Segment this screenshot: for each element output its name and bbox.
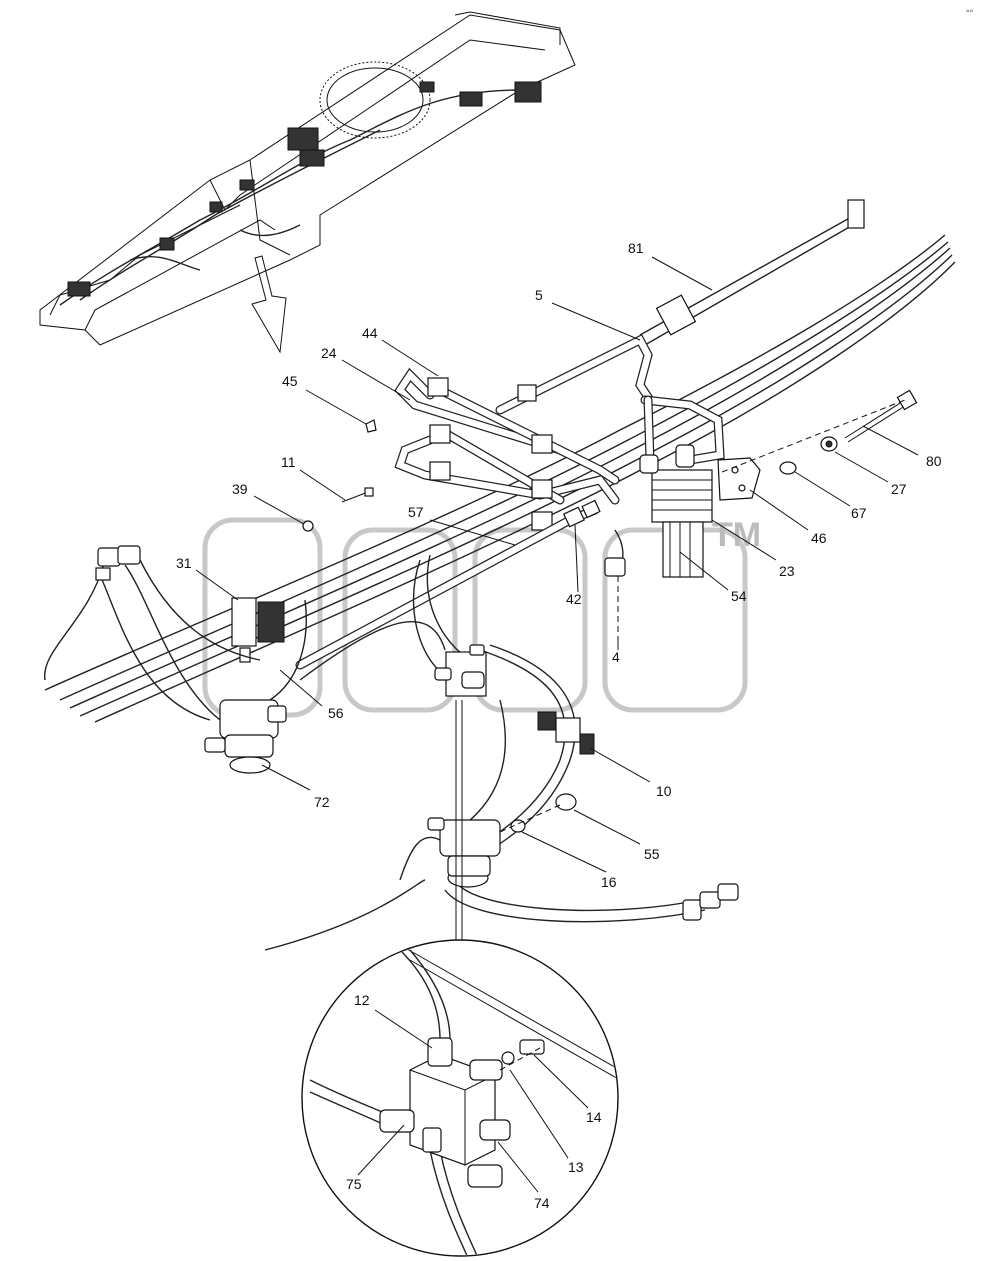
part-23-module <box>639 444 713 578</box>
callout-labels: 81 5 44 24 45 11 39 57 31 80 27 67 46 23… <box>176 240 942 1211</box>
callout-54: 54 <box>731 588 747 604</box>
lower-brake-valve <box>427 817 501 888</box>
callout-24: 24 <box>321 345 337 361</box>
zoom-arrow <box>251 255 287 354</box>
callout-46: 46 <box>811 530 827 546</box>
watermark: TM <box>202 516 761 718</box>
callout-27: 27 <box>891 481 907 497</box>
pipe-81 <box>639 199 865 346</box>
callout-4: 4 <box>612 649 620 665</box>
left-hoses <box>44 545 261 721</box>
pipe-57 <box>295 499 601 670</box>
callout-67: 67 <box>851 505 867 521</box>
center-valve-block <box>434 644 487 697</box>
central-hoses <box>264 554 706 951</box>
chassis-frame-overview <box>39 11 576 346</box>
callout-81: 81 <box>628 240 644 256</box>
fitting-54 <box>604 529 626 640</box>
leader-lines <box>195 256 919 1193</box>
callout-12: 12 <box>354 992 370 1008</box>
callout-72: 72 <box>314 794 330 810</box>
callout-14: 14 <box>586 1109 602 1125</box>
callout-80: 80 <box>926 453 942 469</box>
parts-55-16 <box>499 793 577 833</box>
callout-75: 75 <box>346 1176 362 1192</box>
detail-view <box>301 939 619 1257</box>
pipe-5 <box>495 334 725 465</box>
callout-56: 56 <box>328 705 344 721</box>
callout-16: 16 <box>601 874 617 890</box>
callout-31: 31 <box>176 555 192 571</box>
callout-45: 45 <box>282 373 298 389</box>
corner-mark: ◦◦ <box>966 6 973 17</box>
callout-13: 13 <box>568 1159 584 1175</box>
callout-11: 11 <box>281 454 296 470</box>
callout-57: 57 <box>408 504 424 520</box>
part-31-valve <box>231 597 285 663</box>
part-72-brake-valve <box>204 599 307 774</box>
callout-23: 23 <box>779 563 795 579</box>
callout-42: 42 <box>566 591 582 607</box>
callout-10: 10 <box>656 783 672 799</box>
right-couplings <box>682 883 739 921</box>
callout-39: 39 <box>232 481 248 497</box>
small-fasteners <box>302 419 377 532</box>
bolt-stack <box>717 389 918 501</box>
pipe-24-assembly <box>394 367 620 531</box>
callout-55: 55 <box>644 846 660 862</box>
callout-74: 74 <box>534 1195 550 1211</box>
callout-5: 5 <box>535 287 543 303</box>
part-10-connector <box>537 711 595 755</box>
callout-44: 44 <box>362 325 378 341</box>
